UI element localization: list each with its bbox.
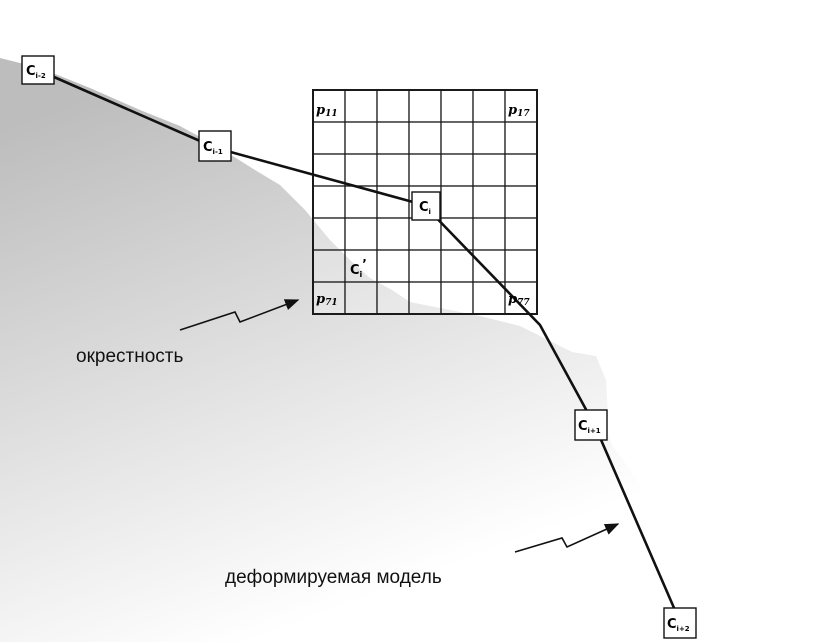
- svg-text:Ci-2: Ci-2: [26, 64, 46, 80]
- grid-cell: [472, 185, 506, 219]
- grid-cell: [312, 217, 346, 251]
- grid-corner-bottom-right: p77: [508, 292, 530, 308]
- neighborhood-grid: [312, 89, 538, 315]
- grid-cell: [376, 153, 410, 187]
- grid-cell: [472, 281, 506, 315]
- grid-cell: [312, 121, 346, 155]
- neighborhood-arrow: [179, 299, 300, 331]
- grid-cell: [504, 249, 538, 283]
- grid-cell: [344, 153, 378, 187]
- moved-node-label: Ci’: [350, 257, 367, 279]
- contour-node: Ci: [411, 191, 441, 221]
- grid-cell: [408, 249, 442, 283]
- model-arrow: [514, 523, 620, 553]
- grid-cell: [408, 217, 442, 251]
- grid-cell: [504, 153, 538, 187]
- grid-cell: [376, 89, 410, 123]
- svg-text:Ci+2: Ci+2: [667, 617, 690, 633]
- svg-text:Ci+1: Ci+1: [578, 419, 601, 435]
- grid-cell: [504, 217, 538, 251]
- grid-cell: [472, 249, 506, 283]
- grid-cell: [312, 249, 346, 283]
- grid-frame: [312, 89, 538, 315]
- grid-cell: [440, 153, 474, 187]
- contour-line: [37, 68, 683, 625]
- grid-cell: [472, 217, 506, 251]
- grid-cell: [440, 121, 474, 155]
- grid-corner-bottom-left: p71: [316, 292, 338, 308]
- grid-cell: [344, 121, 378, 155]
- grid-corner-top-left: p11: [316, 103, 338, 119]
- grid-corner-top-right: p17: [508, 103, 530, 119]
- grid-cell: [504, 89, 538, 123]
- contour-node: Ci-2: [21, 55, 55, 85]
- grid-cell: [312, 185, 346, 219]
- svg-text:Ci-1: Ci-1: [203, 140, 223, 156]
- grid-cell: [440, 217, 474, 251]
- grid-cell: [376, 185, 410, 219]
- contour-node: Ci+2: [663, 607, 697, 639]
- svg-text:Ci: Ci: [419, 200, 431, 216]
- grid-cell: [504, 121, 538, 155]
- grid-cell: [344, 89, 378, 123]
- grid-cell: [408, 153, 442, 187]
- grid-cell: [408, 89, 442, 123]
- grid-cell: [440, 249, 474, 283]
- grid-cell: [504, 185, 538, 219]
- object-region: [0, 58, 730, 642]
- grid-cell: [376, 281, 410, 315]
- neighborhood-label: окрестность: [76, 346, 183, 367]
- grid-cell: [408, 121, 442, 155]
- grid-cell: [440, 89, 474, 123]
- grid-cell: [472, 153, 506, 187]
- grid-cell: [376, 217, 410, 251]
- grid-cell: [440, 281, 474, 315]
- contour-node: Ci-1: [198, 130, 232, 162]
- grid-cell: [440, 185, 474, 219]
- grid-cell: [472, 121, 506, 155]
- grid-cell: [344, 281, 378, 315]
- contour-node: Ci+1: [574, 409, 608, 441]
- grid-cell: [376, 121, 410, 155]
- grid-cell: [344, 217, 378, 251]
- grid-cell: [472, 89, 506, 123]
- deformable-model-label: деформируемая модель: [225, 567, 442, 588]
- grid-cell: [408, 281, 442, 315]
- grid-cell: [376, 249, 410, 283]
